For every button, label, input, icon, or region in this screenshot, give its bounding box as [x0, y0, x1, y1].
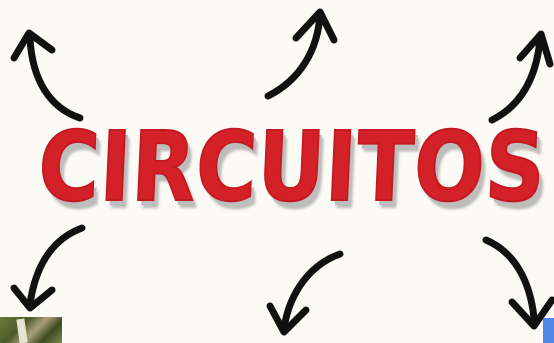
- arrow-up-icon: [268, 12, 334, 96]
- thumbnail-photo-left[interactable]: [0, 317, 62, 343]
- arrow-up-left-icon: [14, 33, 80, 118]
- arrow-down-right-icon: [486, 240, 552, 326]
- arrow-down-icon: [270, 254, 340, 332]
- thumbnail-corner-right[interactable]: [543, 318, 554, 343]
- tree-trunk-shape: [16, 319, 27, 343]
- arrow-down-left-icon: [14, 228, 82, 308]
- arrow-up-right-icon: [492, 34, 550, 120]
- title-circuitos: CIRCUITOS: [36, 112, 517, 222]
